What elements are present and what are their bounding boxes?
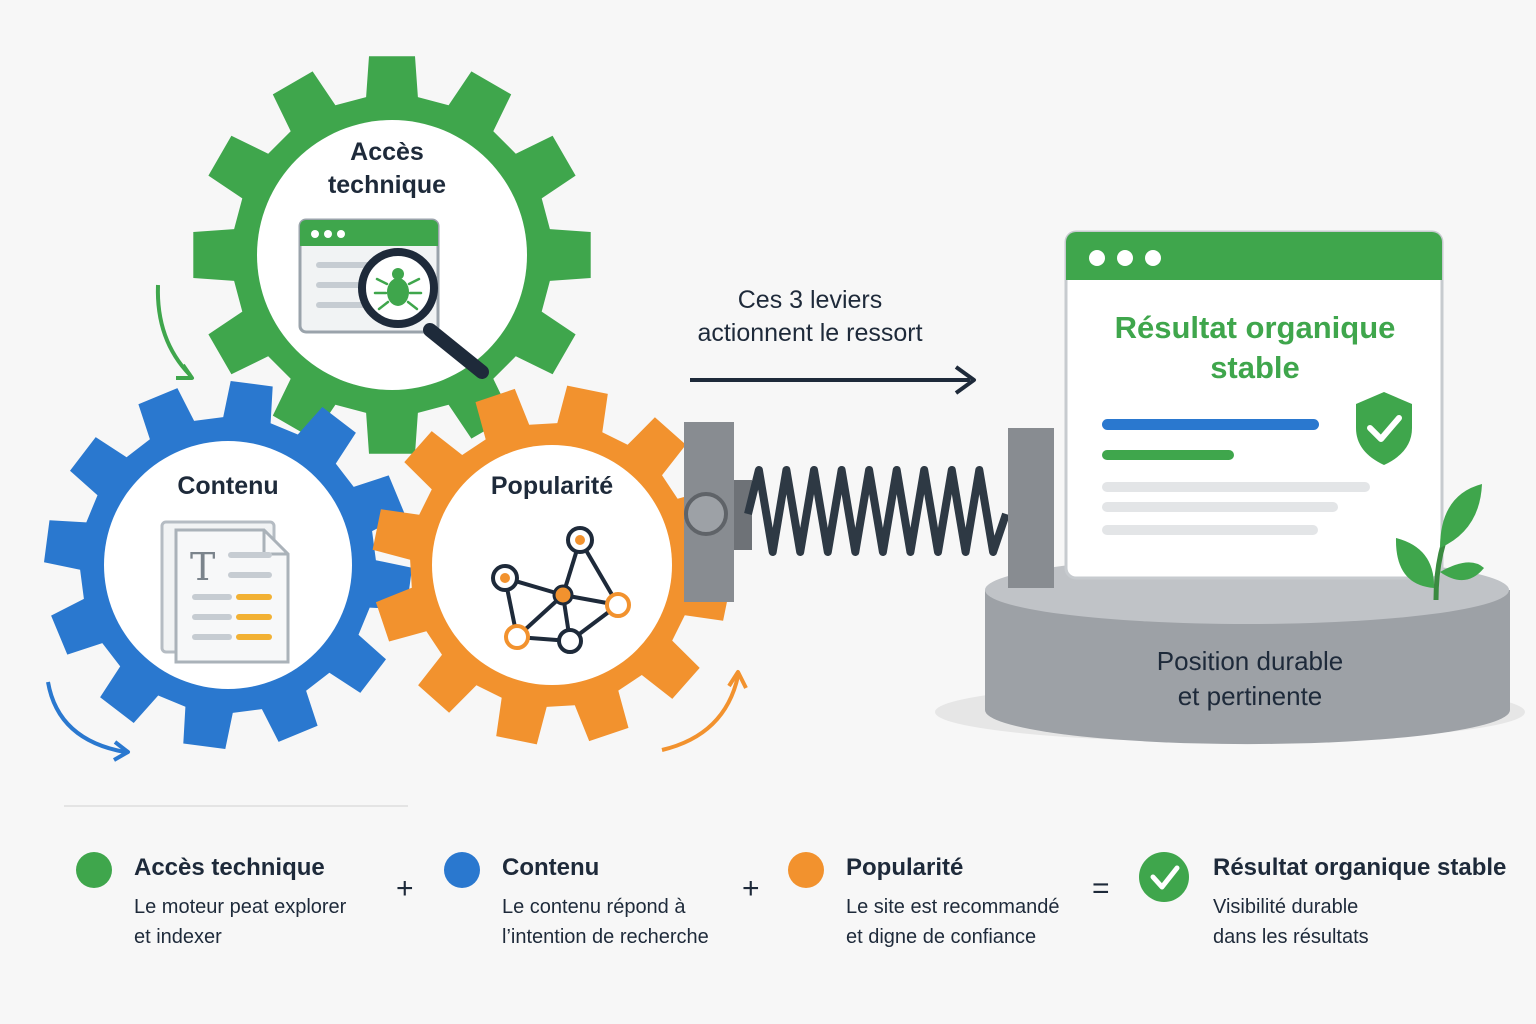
legend-desc-line2: dans les résultats xyxy=(1213,926,1369,948)
legend-desc-line1: Le contenu répond à xyxy=(502,896,686,918)
result-window xyxy=(1064,230,1444,580)
result-title-line1: Résultat organique xyxy=(1114,310,1396,345)
spring-left-plate xyxy=(684,422,752,602)
spring xyxy=(744,466,1010,556)
legend-desc-line1: Visibilité durable xyxy=(1213,896,1359,918)
gear-title-contenu: Contenu xyxy=(177,472,279,500)
plus-operator-2: + xyxy=(742,872,760,905)
legend-title: Accès technique xyxy=(134,854,325,881)
legend-desc-line1: Le site est recommandé xyxy=(846,896,1060,918)
gear-title-acces-line1: Accès xyxy=(350,138,424,166)
pedestal-label: Position durable et pertinente xyxy=(1100,644,1400,714)
legend-desc: Visibilité durable dans les résultats xyxy=(1213,892,1473,952)
plant-icon xyxy=(1395,484,1484,601)
browser-bug-icon xyxy=(298,218,489,379)
legend-desc: Le contenu répond à l’intention de reche… xyxy=(502,892,762,952)
legend-check-icon xyxy=(1139,852,1189,902)
gear-title-acces: Accès technique xyxy=(292,136,482,202)
document-letter: T xyxy=(190,545,215,589)
legend-title: Contenu xyxy=(502,854,600,881)
legend-title: Résultat organique stable xyxy=(1213,854,1507,881)
legend-desc: Le site est recommandé et digne de confi… xyxy=(846,892,1106,952)
shield-check-icon xyxy=(1356,392,1412,465)
arrow-caption-line2: actionnent le ressort xyxy=(697,319,923,347)
arrow-caption-line1: Ces 3 leviers xyxy=(737,286,883,314)
equals-operator: = xyxy=(1092,872,1110,905)
legend-dot-green xyxy=(76,852,112,888)
legend-desc: Le moteur peat explorer et indexer xyxy=(134,892,394,952)
document-icon: T xyxy=(160,520,290,664)
legend-desc-line2: et indexer xyxy=(134,926,222,948)
legend-dot-blue xyxy=(444,852,480,888)
rotation-arrow-green xyxy=(155,284,192,377)
legend-dot-orange xyxy=(788,852,824,888)
rotation-arrow-orange xyxy=(661,675,740,752)
pedestal-label-line2: et pertinente xyxy=(1177,681,1323,711)
result-title: Résultat organique stable xyxy=(1080,308,1430,388)
legend-desc-line2: l’intention de recherche xyxy=(502,926,709,948)
rotation-arrow-blue xyxy=(46,681,126,754)
plus-operator-1: + xyxy=(396,872,414,905)
legend-desc-line1: Le moteur peat explorer xyxy=(134,896,347,918)
result-title-line2: stable xyxy=(1210,350,1300,385)
gear-title-popularite: Popularité xyxy=(490,472,614,500)
gear-popularite xyxy=(372,385,732,745)
legend-desc-line2: et digne de confiance xyxy=(846,926,1037,948)
legend-title: Popularité xyxy=(846,854,964,881)
gear-title-acces-line2: technique xyxy=(327,171,447,199)
arrow-caption: Ces 3 leviers actionnent le ressort xyxy=(660,284,960,350)
pedestal-label-line1: Position durable xyxy=(1156,646,1344,676)
network-links-icon xyxy=(491,526,631,654)
